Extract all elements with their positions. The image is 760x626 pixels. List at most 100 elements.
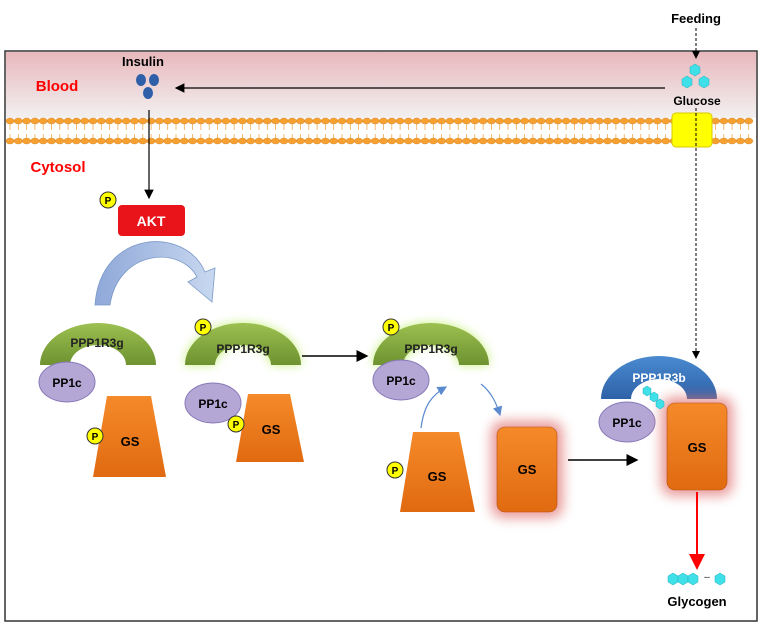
lipid-head: [279, 117, 289, 125]
lipid-head: [727, 117, 737, 125]
lipid-head: [561, 137, 571, 145]
lipid-head: [744, 117, 754, 125]
lipid-head: [72, 137, 81, 145]
lipid-head: [744, 137, 754, 145]
lipid-head: [437, 137, 446, 145]
lipid-head: [246, 117, 256, 125]
lipid-head: [528, 137, 538, 145]
lipid-head: [370, 117, 380, 125]
lipid-head: [711, 137, 720, 145]
blood-compartment: [6, 52, 756, 118]
lipid-head: [237, 117, 247, 125]
lipid-head: [96, 137, 106, 145]
lipid-head: [503, 117, 513, 125]
gs-label: GS: [121, 434, 140, 449]
lipid-head: [287, 137, 297, 145]
ppp1r3g-arch: [40, 323, 156, 365]
lipid-head: [296, 117, 305, 125]
lipid-head: [379, 137, 388, 145]
lipid-head: [229, 137, 239, 145]
lipid-head: [246, 137, 256, 145]
pp1c-label: PP1c: [52, 376, 82, 390]
lipid-head: [63, 117, 73, 125]
lipid-head: [520, 117, 529, 125]
lipid-head: [561, 117, 571, 125]
lipid-head: [653, 137, 662, 145]
lipid-head: [146, 117, 156, 125]
lipid-head: [536, 137, 546, 145]
lipid-head: [96, 117, 106, 125]
lipid-head: [520, 137, 529, 145]
lipid-head: [113, 137, 123, 145]
gs-active: [496, 426, 558, 513]
lipid-head: [354, 137, 363, 145]
lipid-head: [437, 117, 446, 125]
lipid-head: [636, 117, 646, 125]
svg-text:P: P: [105, 196, 112, 207]
lipid-head: [312, 137, 322, 145]
lipid-head: [213, 137, 222, 145]
lipid-head: [387, 137, 397, 145]
lipid-head: [47, 137, 56, 145]
lipid-head: [719, 117, 729, 125]
lipid-head: [503, 137, 513, 145]
lipid-head: [337, 137, 347, 145]
lipid-head: [395, 117, 405, 125]
lipid-head: [204, 117, 214, 125]
lipid-head: [221, 117, 231, 125]
lipid-head: [38, 137, 48, 145]
lipid-head: [545, 117, 554, 125]
gs-inactive: [400, 432, 475, 512]
lipid-head: [578, 137, 588, 145]
lipid-head: [586, 137, 596, 145]
lipid-head: [628, 137, 637, 145]
phospho-gs: P: [86, 427, 104, 445]
lipid-head: [237, 137, 247, 145]
lipid-head: [578, 117, 588, 125]
lipid-head: [511, 117, 521, 125]
lipid-head: [171, 137, 181, 145]
lipid-head: [354, 117, 363, 125]
glycogen-ellipsis: ...: [704, 573, 710, 580]
lipid-head: [486, 137, 496, 145]
lipid-head: [661, 137, 671, 145]
pp1c: [38, 361, 96, 403]
lipid-head: [55, 117, 65, 125]
pp1c-label: PP1c: [612, 416, 642, 430]
lipid-head: [154, 117, 164, 125]
bound-glucose-chain: [642, 385, 665, 410]
lipid-head: [47, 117, 56, 125]
lipid-head: [320, 117, 330, 125]
lipid-head: [329, 117, 339, 125]
lipid-head: [445, 117, 455, 125]
lipid-head: [619, 117, 629, 125]
lipid-head: [113, 117, 123, 125]
lipid-head: [594, 117, 604, 125]
lipid-head: [553, 137, 563, 145]
lipid-head: [412, 137, 422, 145]
svg-text:P: P: [92, 432, 99, 443]
phospho-akt: P: [99, 191, 117, 209]
lipid-head: [570, 117, 579, 125]
gs-label: GS: [262, 422, 281, 437]
ppp1r3g-label: PPP1R3g: [404, 342, 457, 356]
lipid-head: [229, 117, 239, 125]
lipid-head: [619, 137, 629, 145]
lipid-head: [536, 117, 546, 125]
gs-label: GS: [518, 462, 537, 477]
phospho-gs: P: [386, 461, 404, 479]
glucose-label: Glucose: [673, 94, 721, 108]
lipid-head: [221, 137, 231, 145]
lipid-head: [304, 137, 314, 145]
gs-label: GS: [428, 469, 447, 484]
lipid-head: [553, 117, 563, 125]
lipid-head: [13, 117, 23, 125]
lipid-head: [296, 137, 305, 145]
lipid-head: [279, 137, 289, 145]
lipid-head: [628, 117, 637, 125]
lipid-head: [412, 117, 422, 125]
phospho-gs: P: [227, 415, 245, 433]
ppp1r3b-label: PPP1R3b: [632, 371, 685, 385]
lipid-head: [420, 117, 430, 125]
lipid-head: [163, 137, 173, 145]
